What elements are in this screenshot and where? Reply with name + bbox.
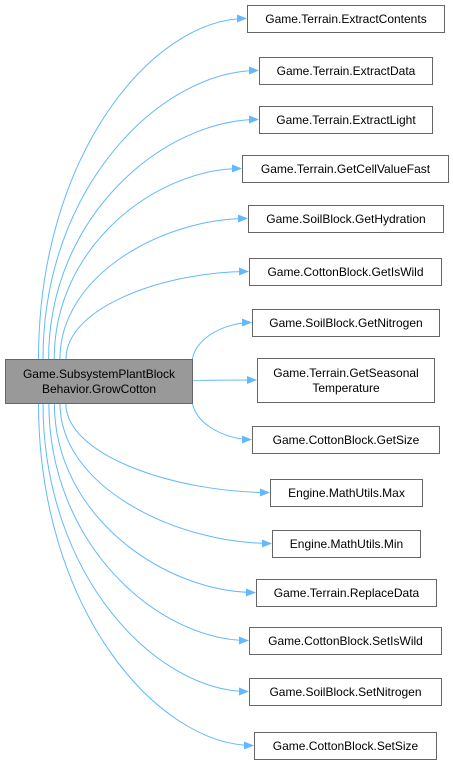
target-node-3-label-line: Game.Terrain.ExtractLight [276, 113, 416, 127]
target-node-8-label-line: Game.Terrain.GetSeasonal [273, 366, 418, 380]
target-node-11-label-line: Engine.MathUtils.Min [290, 537, 403, 551]
edge-to-target-6 [65, 267, 249, 360]
edge-to-target-14 [42, 402, 249, 696]
target-node-9-label-line: Game.CottonBlock.GetSize [273, 433, 420, 447]
target-node-10[interactable]: Engine.MathUtils.Max [270, 479, 423, 507]
edge-to-target-10 [65, 402, 270, 497]
target-node-4-box [242, 155, 449, 183]
target-node-1-label-line: Game.Terrain.ExtractContents [265, 12, 426, 26]
target-node-13-box [249, 627, 442, 655]
target-node-2-box [259, 57, 433, 85]
target-node-11-box [272, 530, 421, 558]
nodes-layer: Game.SubsystemPlantBlockBehavior.GrowCot… [5, 5, 449, 760]
target-node-1[interactable]: Game.Terrain.ExtractContents [247, 5, 445, 33]
edge-to-target-12 [53, 402, 256, 597]
source-node[interactable]: Game.SubsystemPlantBlockBehavior.GrowCot… [5, 359, 193, 404]
edge-to-target-1 [38, 14, 247, 360]
target-node-3[interactable]: Game.Terrain.ExtractLight [259, 106, 433, 134]
target-node-13[interactable]: Game.CottonBlock.SetIsWild [249, 627, 442, 655]
target-node-9-box [252, 426, 440, 454]
target-node-8-box [257, 358, 435, 403]
target-node-14-label-line: Game.SoilBlock.SetNitrogen [269, 685, 421, 699]
target-node-2-label-line: Game.Terrain.ExtractData [277, 64, 416, 78]
target-node-10-box [270, 479, 423, 507]
edge-to-target-5 [59, 214, 248, 360]
source-node-label-line: Game.SubsystemPlantBlock [23, 367, 176, 381]
target-node-1-box [247, 5, 445, 33]
edge-to-target-8 [191, 376, 257, 385]
edge-to-target-2 [42, 66, 259, 360]
target-node-2[interactable]: Game.Terrain.ExtractData [259, 57, 433, 85]
edge-to-target-15 [38, 402, 254, 750]
target-node-7-label-line: Game.SoilBlock.GetNitrogen [269, 316, 422, 330]
target-node-6-label-line: Game.CottonBlock.GetIsWild [267, 265, 423, 279]
target-node-7-box [252, 309, 440, 337]
target-node-9[interactable]: Game.CottonBlock.GetSize [252, 426, 440, 454]
edge-to-target-4 [53, 164, 242, 360]
edge-to-target-7 [191, 318, 252, 364]
target-node-6-box [249, 258, 442, 286]
target-node-4[interactable]: Game.Terrain.GetCellValueFast [242, 155, 449, 183]
target-node-5-label-line: Game.SoilBlock.GetHydration [266, 212, 425, 226]
target-node-4-label-line: Game.Terrain.GetCellValueFast [261, 162, 431, 176]
target-node-15[interactable]: Game.CottonBlock.SetSize [254, 732, 437, 760]
edge-to-target-3 [48, 115, 259, 360]
edges-layer [38, 14, 272, 750]
target-node-7[interactable]: Game.SoilBlock.GetNitrogen [252, 309, 440, 337]
source-node-label-line: Behavior.GrowCotton [42, 382, 156, 396]
edge-to-target-11 [59, 402, 272, 548]
target-node-14[interactable]: Game.SoilBlock.SetNitrogen [249, 678, 442, 706]
target-node-5[interactable]: Game.SoilBlock.GetHydration [248, 205, 444, 233]
target-node-5-box [248, 205, 444, 233]
source-node-box [5, 359, 193, 404]
target-node-12-box [256, 579, 437, 607]
target-node-14-box [249, 678, 442, 706]
target-node-13-label-line: Game.CottonBlock.SetIsWild [268, 634, 423, 648]
edge-to-target-9 [191, 398, 252, 444]
target-node-12-label-line: Game.Terrain.ReplaceData [274, 586, 420, 600]
edge-to-target-13 [48, 402, 249, 645]
target-node-12[interactable]: Game.Terrain.ReplaceData [256, 579, 437, 607]
target-node-6[interactable]: Game.CottonBlock.GetIsWild [249, 258, 442, 286]
target-node-10-label-line: Engine.MathUtils.Max [288, 486, 405, 500]
target-node-3-box [259, 106, 433, 134]
target-node-11[interactable]: Engine.MathUtils.Min [272, 530, 421, 558]
target-node-8-label-line: Temperature [312, 381, 380, 395]
target-node-15-label-line: Game.CottonBlock.SetSize [273, 739, 419, 753]
target-node-15-box [254, 732, 437, 760]
